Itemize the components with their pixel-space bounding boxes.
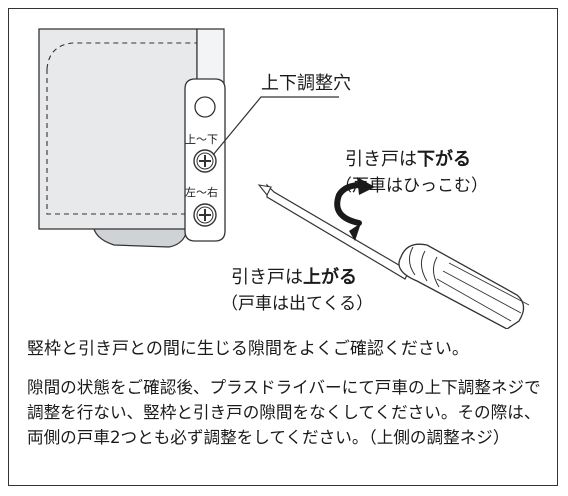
- adjust-hole-icon: [194, 96, 216, 118]
- lower-prefix: 引き戸は: [345, 149, 417, 170]
- roller-top-label: 上〜下: [185, 133, 218, 146]
- roller-side-label: 左〜右: [185, 186, 218, 199]
- lower-note: （戸車はひっこむ）: [335, 176, 488, 196]
- instruction-paragraph-1: 竪枠と引き戸との間に生じる隙間をよくご確認ください。: [27, 339, 469, 359]
- raise-prefix: 引き戸は: [231, 267, 303, 288]
- instruction-paragraph-2: 隙間の状態をご確認後、プラスドライバーにて戸車の上下調整ネジで調整を行ない、竪枠…: [27, 378, 541, 447]
- lower-direction-label: 引き戸は下がる: [345, 145, 471, 171]
- label-leader-line: [212, 96, 339, 156]
- door-adjustment-illustration: [38, 28, 530, 329]
- upper-screw-icon: [193, 149, 217, 173]
- adjust-hole-label: 上下調整穴: [261, 73, 351, 94]
- raise-note: （戸車は出てくる）: [221, 294, 374, 314]
- instruction-panel: 上下調整穴 上〜下 左〜右 引き戸は下がる （戸車はひっこむ） 引き戸は上がる …: [8, 8, 558, 486]
- screwdriver-icon: [257, 183, 530, 329]
- raise-direction-label: 引き戸は上がる: [231, 263, 357, 289]
- rotation-arrow-icon: [334, 177, 375, 241]
- lower-screw-icon: [193, 203, 217, 227]
- lower-bold: 下がる: [417, 149, 471, 170]
- raise-bold: 上がる: [303, 267, 357, 288]
